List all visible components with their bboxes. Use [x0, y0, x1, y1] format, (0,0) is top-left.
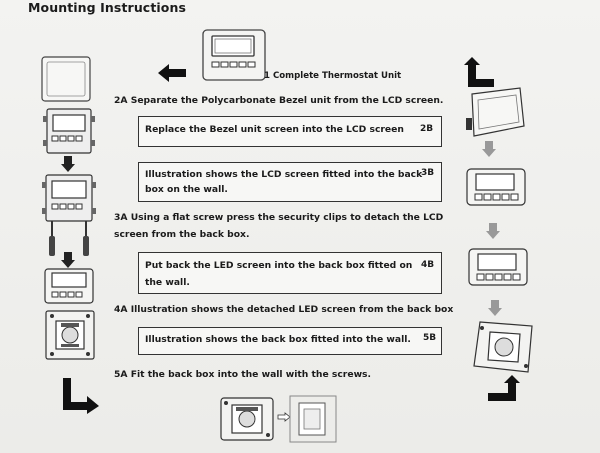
- box-4b-line2: the wall.: [145, 277, 190, 288]
- arrow-icon: [63, 378, 99, 414]
- box-3b-line2: box on the wall.: [145, 184, 228, 195]
- lcd-screen-icon: [43, 108, 95, 154]
- box-3b-label: 3B: [421, 168, 435, 178]
- arrow-down-icon: [486, 223, 500, 239]
- box-5b: Illustration shows the back box fitted i…: [138, 327, 442, 355]
- back-box-icon: [45, 310, 95, 360]
- lcd-screen-icon: [466, 168, 526, 206]
- lcd-screen-icon: [44, 268, 94, 304]
- back-box-icon: [473, 321, 533, 373]
- step-5a-text: 5A Fit the back box into the wall with t…: [114, 369, 372, 380]
- box-5b-label: 5B: [423, 333, 437, 343]
- box-2b-text: Replace the Bezel unit screen into the L…: [145, 124, 404, 135]
- arrow-down-icon: [61, 156, 75, 172]
- step-3a-line1: 3A Using a flat screw press the security…: [114, 212, 444, 223]
- step-2a-text: 2A Separate the Polycarbonate Bezel unit…: [114, 95, 444, 106]
- bezel-icon: [41, 56, 91, 102]
- step-4a-text: 4A Illustration shows the detached LED s…: [114, 304, 454, 315]
- caption-complete-thermostat: 1 Complete Thermostat Unit: [264, 71, 402, 81]
- step-3a-line2: screen from the back box.: [114, 229, 250, 240]
- arrow-icon: [488, 375, 520, 401]
- box-4b-label: 4B: [421, 260, 435, 270]
- box-4b: Put back the LED screen into the back bo…: [138, 252, 442, 294]
- lcd-screen-icon: [468, 248, 528, 286]
- arrow-right-icon: [277, 412, 291, 422]
- arrow-down-icon: [61, 252, 75, 268]
- thermostat-icon: [202, 29, 266, 81]
- arrow-down-icon: [488, 300, 502, 316]
- page-title: Mounting Instructions: [28, 0, 187, 15]
- box-5b-text: Illustration shows the back box fitted i…: [145, 334, 411, 345]
- arrow-icon: [464, 57, 494, 87]
- box-4b-line1: Put back the LED screen into the back bo…: [145, 260, 413, 271]
- box-3b: Illustration shows the LCD screen fitted…: [138, 162, 442, 202]
- arrow-down-icon: [482, 141, 496, 157]
- bezel-icon: [466, 87, 525, 137]
- box-2b-label: 2B: [420, 124, 434, 134]
- box-3b-line1: Illustration shows the LCD screen fitted…: [145, 169, 423, 180]
- screwdriver-icon: [42, 174, 96, 256]
- box-2b: Replace the Bezel unit screen into the L…: [138, 116, 442, 147]
- arrow-left-icon: [158, 64, 186, 82]
- back-box-icon: [220, 397, 274, 441]
- wall-box-icon: [289, 395, 337, 443]
